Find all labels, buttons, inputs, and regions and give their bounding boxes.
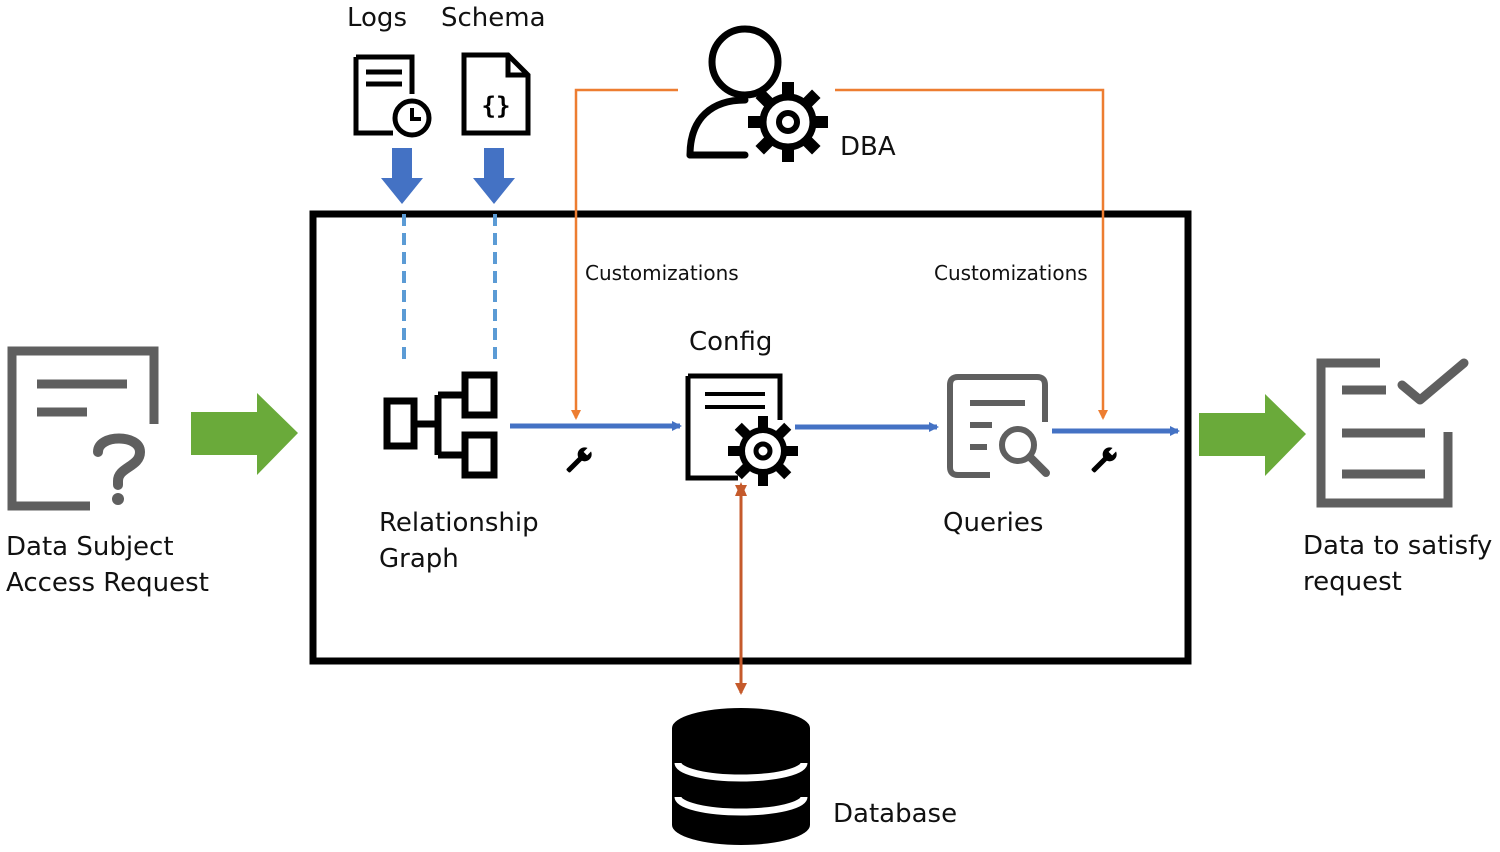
relationship-graph-icon bbox=[383, 371, 498, 479]
access-request-line1: Data Subject bbox=[6, 532, 174, 562]
left-customizations-label: Customizations bbox=[585, 261, 739, 285]
config-document-icon bbox=[685, 373, 783, 481]
schema-icon bbox=[461, 52, 531, 136]
database-label: Database bbox=[833, 799, 958, 829]
logs-down-arrow bbox=[381, 148, 423, 204]
logs-icon bbox=[353, 54, 432, 138]
dba-gear-icon bbox=[748, 82, 828, 162]
output-green-arrow bbox=[1199, 394, 1306, 476]
relationship-graph-line2: Graph bbox=[379, 544, 459, 574]
wrench-icon bbox=[566, 445, 594, 473]
access-request-icon bbox=[7, 346, 159, 511]
config-gear-icon bbox=[728, 416, 798, 486]
question-mark-icon bbox=[93, 433, 146, 505]
right-customizations-label: Customizations bbox=[934, 261, 1088, 285]
dba-label: DBA bbox=[840, 132, 896, 162]
output-line1: Data to satisfy bbox=[1303, 531, 1493, 561]
queries-label: Queries bbox=[943, 508, 1044, 538]
config-database-arrow-head-top bbox=[735, 482, 747, 496]
logs-label: Logs bbox=[347, 3, 407, 33]
wrench-icon bbox=[1091, 445, 1119, 473]
json-braces-glyph: {} bbox=[482, 92, 511, 120]
access-request-label: Data Subject Access Request bbox=[6, 529, 209, 601]
queries-search-icon bbox=[947, 374, 1050, 478]
system-frame bbox=[309, 210, 1192, 665]
relationship-graph-line1: Relationship bbox=[379, 508, 539, 538]
output-line2: request bbox=[1303, 567, 1402, 597]
schema-label: Schema bbox=[441, 3, 546, 33]
checklist-icon bbox=[1316, 358, 1469, 508]
right-customization-line bbox=[835, 88, 1108, 420]
access-request-line2: Access Request bbox=[6, 568, 209, 598]
input-green-arrow bbox=[191, 393, 298, 475]
database-icon bbox=[672, 708, 810, 845]
dba-user-icon bbox=[686, 25, 782, 159]
schema-down-arrow bbox=[473, 148, 515, 204]
left-customization-line bbox=[571, 88, 678, 420]
config-label: Config bbox=[689, 327, 773, 357]
relationship-graph-label: Relationship Graph bbox=[379, 505, 539, 577]
output-label: Data to satisfy request bbox=[1303, 528, 1492, 600]
